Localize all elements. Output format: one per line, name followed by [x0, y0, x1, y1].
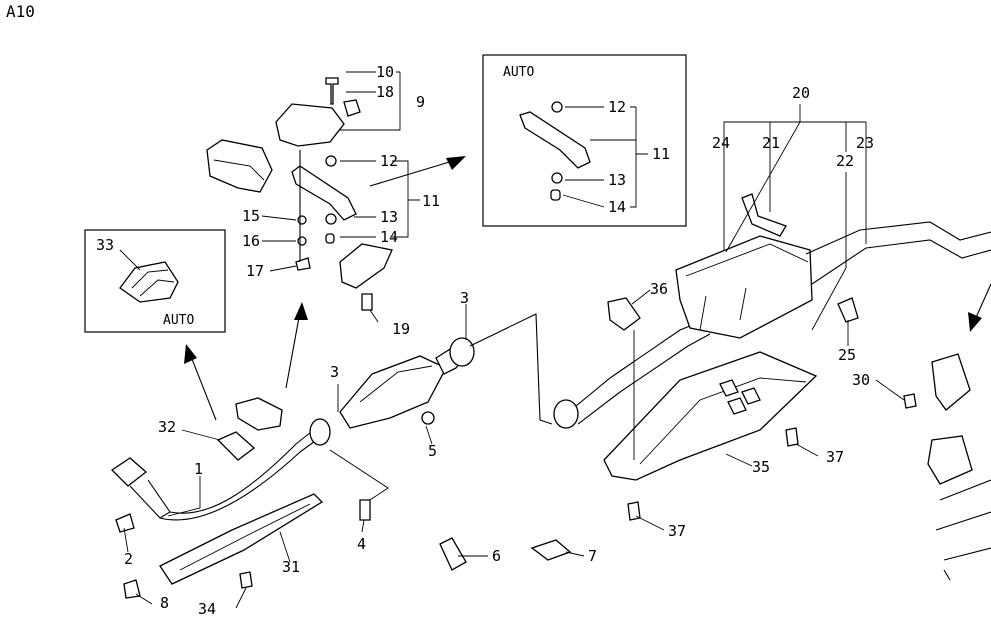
part-label-5: 5: [428, 442, 437, 460]
rubber-part-25: [837, 297, 859, 323]
inset-auto-label-left: AUTO: [163, 313, 194, 328]
nut-part-5: [421, 411, 435, 425]
part-label-24: 24: [712, 134, 730, 152]
part-label-32: 32: [158, 418, 176, 436]
part-label-21: 21: [762, 134, 780, 152]
gasket-part-3-front: [309, 418, 331, 446]
bolt-part-37-right: [785, 427, 799, 447]
part-label-36: 36: [650, 280, 668, 298]
part-label-34: 34: [198, 600, 216, 618]
transfer-case-part: [206, 139, 273, 193]
bolt-part-4: [359, 499, 371, 521]
rear-bracket: [931, 353, 971, 411]
part-label-30: 30: [852, 371, 870, 389]
part-label-25: 25: [838, 346, 856, 364]
part-label-7: 7: [588, 547, 597, 565]
part-label-17: 17: [246, 262, 264, 280]
muffler-part-24: [675, 235, 813, 339]
part-label-1: 1: [194, 460, 203, 478]
clamp-part-7: [530, 539, 572, 561]
part-label-31: 31: [282, 558, 300, 576]
inset-label-13: 13: [608, 171, 626, 189]
part-number-labels: 10 18 9 12 11 13 14 15 16 17 19 12 11 13…: [96, 63, 874, 618]
part-label-18: 18: [376, 83, 394, 101]
part-label-19: 19: [392, 320, 410, 338]
inset-label-11: 11: [652, 145, 670, 163]
inset-auto-label-right: AUTO: [503, 65, 534, 80]
inset-label-14: 14: [608, 198, 626, 216]
part-label-13: 13: [380, 208, 398, 226]
part-label-10: 10: [376, 63, 394, 81]
tail-pipe: [805, 221, 991, 285]
part-label-11: 11: [422, 192, 440, 210]
heat-shield-part-33: [119, 261, 179, 303]
part-label-8: 8: [160, 594, 169, 612]
part-label-3-right: 3: [460, 289, 469, 307]
part-label-3-left: 3: [330, 363, 339, 381]
part-label-35: 35: [752, 458, 770, 476]
catalytic-converter: [339, 355, 447, 429]
part-label-22: 22: [836, 152, 854, 170]
bolt-part-10: [325, 77, 339, 105]
pipe-hanger-bracket: [235, 397, 283, 431]
part-label-4: 4: [357, 535, 366, 553]
leader-lines: [119, 71, 905, 609]
bolt-part-19: [361, 293, 373, 311]
part-label-6: 6: [492, 547, 501, 565]
front-exhaust-pipe: [110, 337, 572, 599]
part-label-15: 15: [242, 207, 260, 225]
pipe-part-1: [159, 443, 301, 521]
bolt-part-34: [239, 571, 253, 589]
heat-shield-part-35: [603, 351, 818, 481]
part-label-20: 20: [792, 84, 810, 102]
part-label-14: 14: [380, 228, 398, 246]
part-label-37-left: 37: [668, 522, 686, 540]
mount-bracket-assembly: [206, 77, 393, 311]
part-label-2: 2: [124, 550, 133, 568]
bracket-part-11: [291, 165, 357, 221]
diagram-code: A10: [6, 2, 35, 21]
manifold-flange: [110, 457, 148, 487]
bolt-part-30: [903, 393, 917, 409]
direction-arrows: [184, 156, 991, 421]
rear-pipe-flange: [553, 399, 579, 429]
part-label-16: 16: [242, 232, 260, 250]
clamp-part-6: [439, 537, 467, 571]
part-label-12: 12: [380, 152, 398, 170]
part-label-37-right: 37: [826, 448, 844, 466]
inset-frame-left: [84, 229, 226, 333]
auto-inset-heat-shield: AUTO: [84, 229, 226, 333]
gasket-part-3-rear: [449, 337, 475, 367]
bolt-part-2: [115, 513, 135, 533]
part-label-33: 33: [96, 236, 114, 254]
inset-label-12: 12: [608, 98, 626, 116]
auto-inset-bracket: AUTO: [482, 54, 687, 227]
mount-part-9: [275, 103, 345, 147]
bracket-part-11-auto: [519, 111, 591, 169]
hanger-part-36: [607, 297, 641, 331]
hanger-part: [339, 243, 393, 289]
hanger-part-21: [741, 193, 787, 237]
rear-exhaust-system: [469, 193, 991, 581]
rear-mount: [927, 435, 973, 485]
inset-frame-right: [482, 54, 687, 227]
pipe-dashed-route: [469, 313, 553, 425]
bushing-part-18: [343, 99, 361, 117]
part-label-9: 9: [416, 93, 425, 111]
part-label-23: 23: [856, 134, 874, 152]
bracket-part-32: [216, 431, 256, 461]
